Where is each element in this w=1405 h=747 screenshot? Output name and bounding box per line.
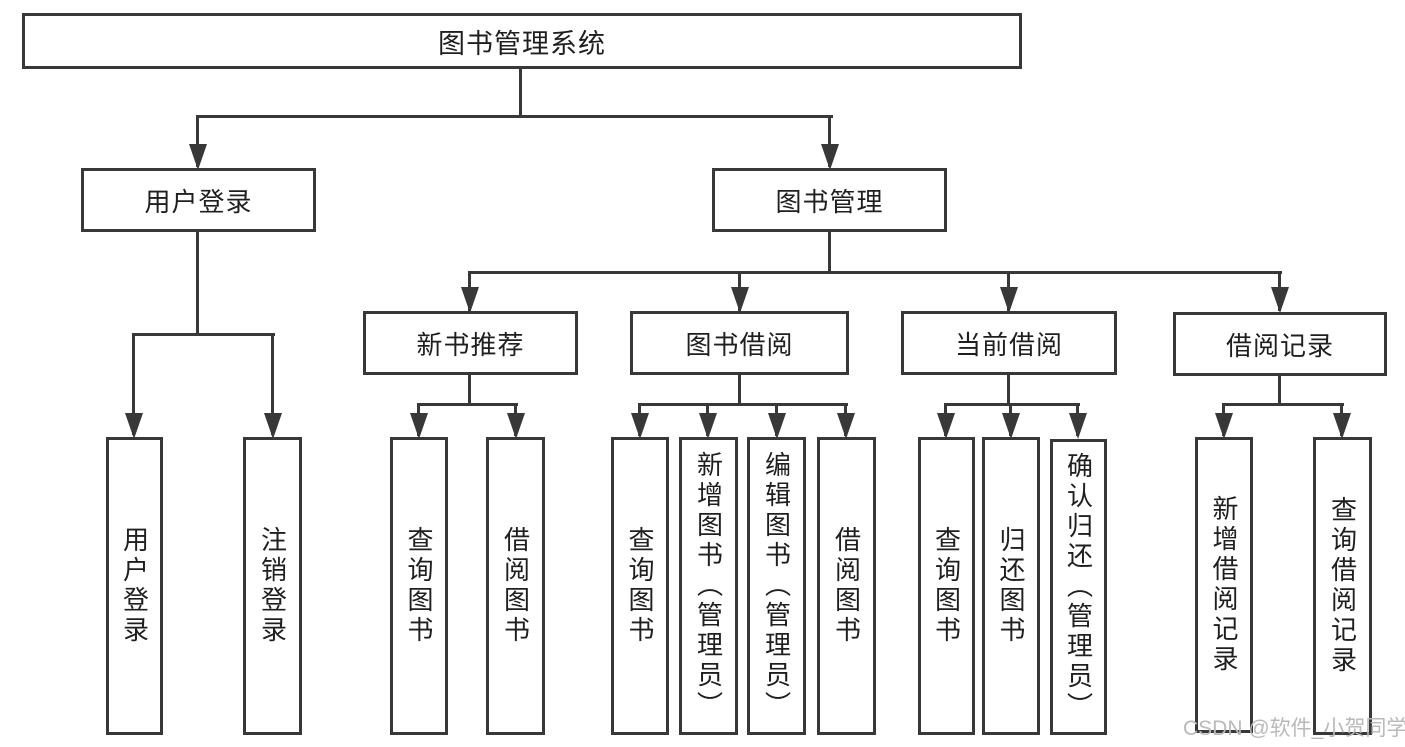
- node-book-borrow: 图书借阅: [630, 311, 849, 375]
- leaf-query-books-2: 查询图书: [611, 437, 669, 735]
- arrowhead-down-icon: [1271, 287, 1289, 313]
- leaf-borrow-books-1: 借阅图书: [486, 437, 545, 735]
- leaf-edit-books-admin-label: 编辑图书（管理员）: [761, 451, 792, 721]
- arrowhead-down-icon: [837, 413, 855, 439]
- node-borrow-records: 借阅记录: [1173, 312, 1387, 376]
- connector-line: [638, 403, 848, 406]
- leaf-borrow-books-2-label: 借阅图书: [831, 526, 862, 646]
- connector-line: [196, 117, 199, 167]
- arrowhead-down-icon: [699, 413, 717, 439]
- connector-line: [519, 69, 522, 117]
- arrowhead-down-icon: [821, 144, 839, 170]
- arrowhead-down-icon: [264, 413, 282, 439]
- leaf-query-books-3: 查询图书: [918, 437, 975, 735]
- leaf-add-borrow-record: 新增借阅记录: [1195, 437, 1253, 733]
- node-root-label: 图书管理系统: [438, 28, 606, 59]
- arrowhead-down-icon: [410, 413, 428, 439]
- csdn-watermark: CSDN @软件_小贺同学: [1183, 717, 1405, 740]
- leaf-logout: 注销登录: [243, 437, 302, 735]
- leaf-confirm-return-admin-label: 确认归还（管理员）: [1063, 452, 1094, 722]
- connector-line: [132, 335, 135, 435]
- arrowhead-down-icon: [125, 413, 143, 439]
- node-user-login-label: 用户登录: [144, 186, 253, 217]
- node-new-book-recommend: 新书推荐: [363, 311, 578, 375]
- leaf-return-books-label: 归还图书: [996, 526, 1026, 646]
- leaf-query-books-2-label: 查询图书: [625, 526, 655, 646]
- leaf-query-books-1-label: 查询图书: [404, 526, 434, 646]
- arrowhead-down-icon: [1215, 413, 1233, 439]
- connector-line: [417, 403, 518, 406]
- leaf-logout-label: 注销登录: [257, 526, 288, 646]
- arrowhead-down-icon: [1000, 287, 1018, 313]
- node-book-management: 图书管理: [712, 168, 947, 232]
- arrowhead-down-icon: [507, 413, 525, 439]
- connector-line: [738, 375, 741, 405]
- connector-line: [468, 271, 1282, 274]
- node-root: 图书管理系统: [22, 13, 1022, 69]
- node-new-book-recommend-label: 新书推荐: [416, 329, 525, 360]
- leaf-add-books-admin: 新增图书（管理员）: [679, 437, 738, 735]
- arrowhead-down-icon: [731, 287, 749, 313]
- connector-line: [828, 117, 831, 167]
- connector-line: [1222, 403, 1344, 406]
- leaf-borrow-books-2: 借阅图书: [817, 437, 876, 735]
- leaf-query-books-3-label: 查询图书: [931, 526, 962, 646]
- connector-line: [132, 333, 275, 336]
- connector-line: [1278, 376, 1281, 405]
- connector-line: [944, 403, 1080, 406]
- connector-line: [196, 115, 833, 118]
- leaf-query-borrow-record: 查询借阅记录: [1313, 437, 1372, 735]
- leaf-user-login: 用户登录: [106, 437, 163, 735]
- node-current-borrow: 当前借阅: [901, 311, 1117, 375]
- node-current-borrow-label: 当前借阅: [954, 329, 1063, 360]
- arrowhead-down-icon: [1002, 413, 1020, 439]
- connector-line: [1007, 375, 1010, 405]
- arrowhead-down-icon: [768, 413, 786, 439]
- arrowhead-down-icon: [461, 287, 479, 313]
- connector-line: [828, 232, 831, 273]
- leaf-confirm-return-admin: 确认归还（管理员）: [1050, 439, 1107, 735]
- arrowhead-down-icon: [189, 144, 207, 170]
- connector-line: [271, 335, 274, 435]
- connector-line: [468, 375, 471, 406]
- connector-line: [196, 232, 199, 335]
- arrowhead-down-icon: [937, 413, 955, 439]
- leaf-add-books-admin-label: 新增图书（管理员）: [693, 451, 724, 721]
- leaf-query-borrow-record-label: 查询借阅记录: [1327, 496, 1358, 676]
- node-user-login: 用户登录: [81, 168, 316, 232]
- arrowhead-down-icon: [1333, 413, 1351, 439]
- arrowhead-down-icon: [631, 413, 649, 439]
- node-book-borrow-label: 图书借阅: [685, 329, 794, 360]
- node-book-management-label: 图书管理: [775, 186, 884, 217]
- leaf-add-borrow-record-label: 新增借阅记录: [1209, 495, 1239, 675]
- leaf-query-books-1: 查询图书: [390, 437, 448, 735]
- leaf-edit-books-admin: 编辑图书（管理员）: [747, 437, 806, 735]
- leaf-borrow-books-1-label: 借阅图书: [500, 526, 531, 646]
- leaf-user-login-label: 用户登录: [119, 526, 150, 646]
- arrowhead-down-icon: [1069, 413, 1087, 439]
- node-borrow-records-label: 借阅记录: [1225, 330, 1334, 361]
- leaf-return-books: 归还图书: [982, 437, 1040, 735]
